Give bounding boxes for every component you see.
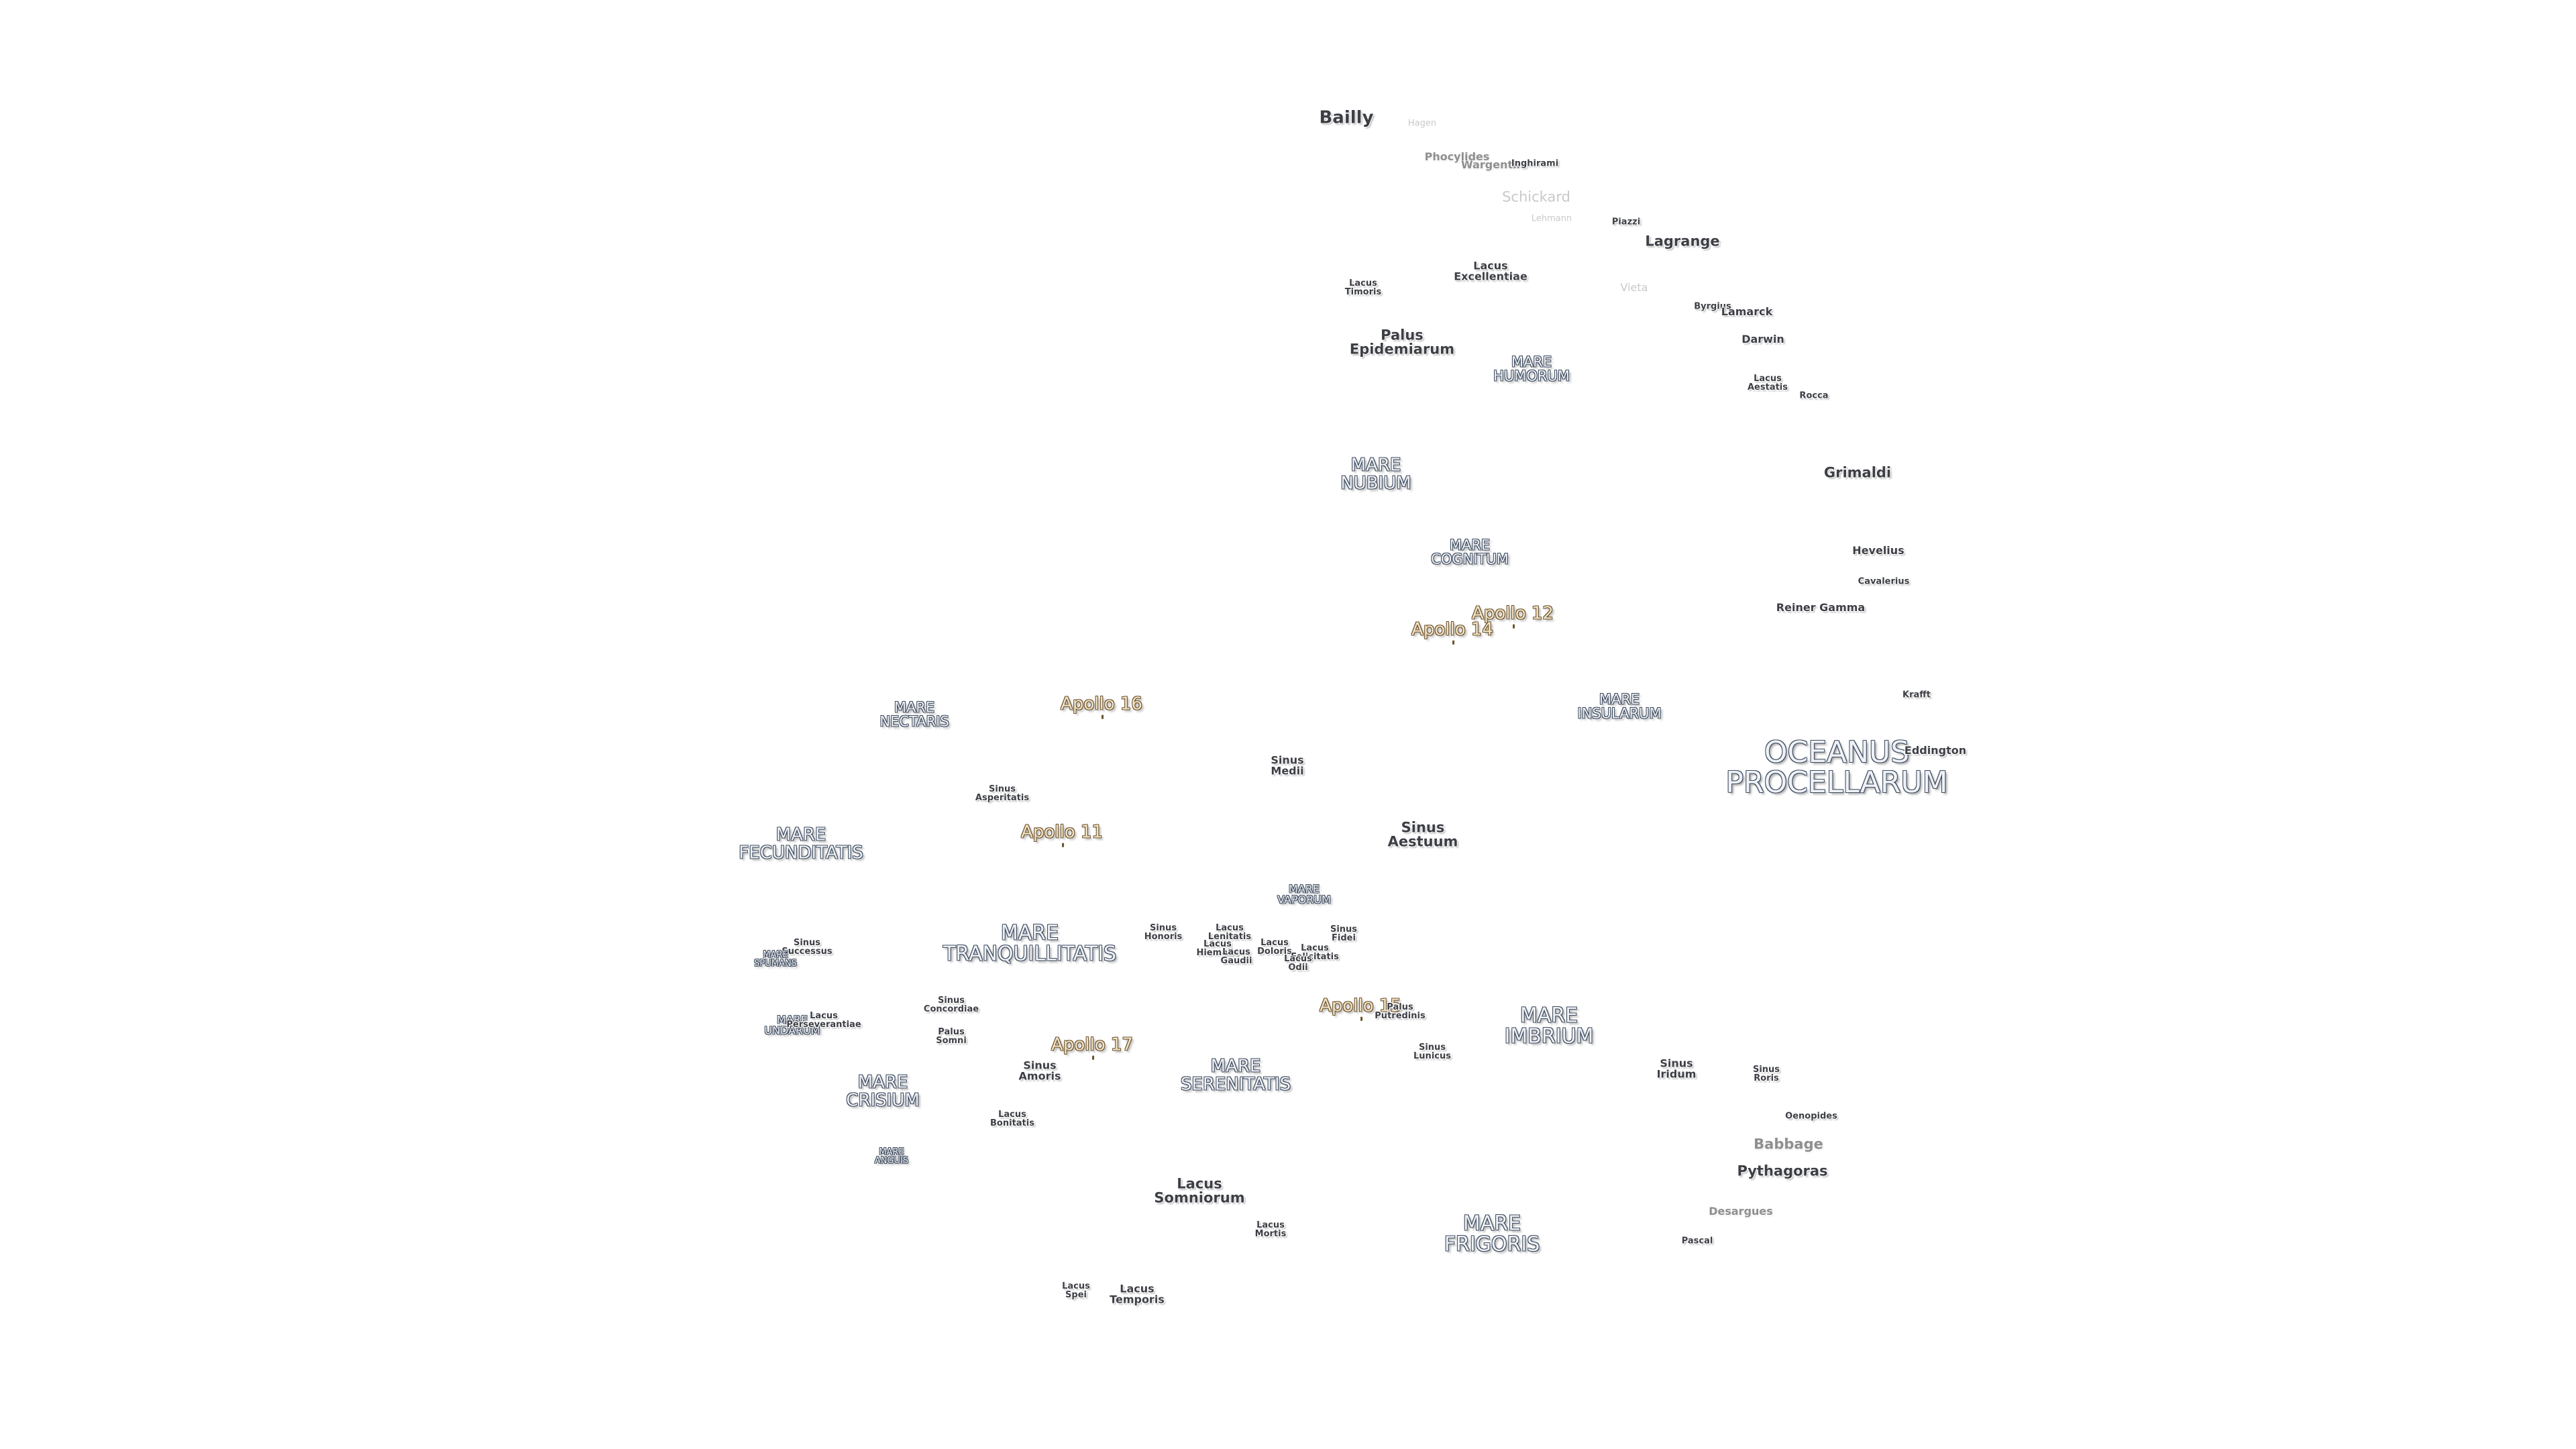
map-label-oceanus-procellarum[interactable]: OCEANUS PROCELLARUM (1725, 735, 1948, 800)
map-label-lehmann[interactable]: Lehmann (1531, 213, 1572, 224)
map-label-rocca[interactable]: Rocca (1799, 390, 1829, 401)
map-label-lacus-felicitatis[interactable]: Lacus Felicitatis (1291, 943, 1339, 962)
map-label-oenopides[interactable]: Oenopides (1785, 1111, 1837, 1122)
map-label-lacus-odii[interactable]: Lacus Odii (1284, 953, 1312, 973)
map-label-phocylides[interactable]: Phocylides (1424, 150, 1490, 163)
map-label-reiner-gamma[interactable]: Reiner Gamma (1776, 600, 1866, 614)
map-label-sinus-medii[interactable]: Sinus Medii (1271, 753, 1304, 777)
map-label-lamarck[interactable]: Lamarck (1721, 305, 1773, 318)
map-label-hagen[interactable]: Hagen (1407, 118, 1437, 129)
map-label-lacus-aestatis[interactable]: Lacus Aestatis (1747, 373, 1788, 392)
map-label-krafft[interactable]: Krafft (1902, 690, 1931, 700)
map-label-lacus-gaudii[interactable]: Lacus Gaudii (1220, 947, 1252, 966)
map-label-mare-insularum[interactable]: MARE INSULARUM (1577, 691, 1662, 722)
map-label-grimaldi[interactable]: Grimaldi (1823, 464, 1892, 481)
map-label-apollo-16[interactable]: Apollo 16 (1061, 694, 1142, 718)
map-label-apollo-11[interactable]: Apollo 11 (1021, 822, 1103, 847)
map-label-hevelius[interactable]: Hevelius (1852, 543, 1904, 557)
map-label-mare-spumans[interactable]: MARE SPUMANS (754, 949, 797, 969)
map-label-apollo-15[interactable]: Apollo 15 (1320, 996, 1401, 1020)
map-label-lacus-bonitatis[interactable]: Lacus Bonitatis (990, 1109, 1034, 1128)
map-label-sinus-fidei[interactable]: Sinus Fidei (1330, 924, 1358, 943)
map-label-mare-vaporum[interactable]: MARE VAPORUM (1277, 882, 1331, 906)
map-label-mare-anguis[interactable]: MARE ANGUIS (874, 1146, 909, 1166)
map-label-sinus-amoris[interactable]: Sinus Amoris (1018, 1059, 1061, 1083)
map-label-mare-serenitatis[interactable]: MARE SERENITATIS (1180, 1056, 1291, 1094)
map-label-lacus-somniorum[interactable]: Lacus Somniorum (1154, 1175, 1245, 1206)
map-label-palus-epidemiarum[interactable]: Palus Epidemiarum (1349, 327, 1455, 358)
map-label-piazzi[interactable]: Piazzi (1611, 217, 1641, 227)
map-label-pascal[interactable]: Pascal (1681, 1236, 1713, 1246)
map-label-palus-somni[interactable]: Palus Somni (936, 1026, 967, 1046)
map-label-mare-cognitum[interactable]: MARE COGNITUM (1431, 537, 1509, 568)
map-label-palus-putredinis[interactable]: Palus Putredinis (1375, 1002, 1426, 1021)
map-label-sinus-roris[interactable]: Sinus Roris (1752, 1064, 1780, 1083)
map-label-mare-imbrium[interactable]: MARE IMBRIUM (1504, 1004, 1594, 1048)
map-label-bailly[interactable]: Bailly (1319, 107, 1374, 128)
map-label-mare-humorum[interactable]: MARE HUMORUM (1493, 354, 1570, 384)
map-label-sinus-asperitatis[interactable]: Sinus Asperitatis (975, 784, 1030, 803)
map-label-sinus-successus[interactable]: Sinus Successus (782, 937, 833, 957)
map-label-lacus-hiemalis[interactable]: Lacus Hiemalis (1196, 938, 1239, 958)
map-label-darwin[interactable]: Darwin (1741, 332, 1784, 345)
map-label-mare-nectaris[interactable]: MARE NECTARIS (879, 699, 949, 730)
map-label-cavalerius[interactable]: Cavalerius (1858, 576, 1910, 587)
map-label-byrgius[interactable]: Byrgius (1694, 301, 1731, 312)
map-label-apollo-14[interactable]: Apollo 14 (1411, 619, 1493, 644)
map-label-apollo-17[interactable]: Apollo 17 (1051, 1034, 1133, 1059)
map-label-lacus-mortis[interactable]: Lacus Mortis (1254, 1220, 1287, 1239)
map-label-mare-fecunditatis[interactable]: MARE FECUNDITATIS (739, 824, 863, 863)
map-label-vieta[interactable]: Vieta (1620, 280, 1648, 294)
map-label-lacus-lenitatis[interactable]: Lacus Lenitatis (1208, 922, 1252, 942)
map-label-pythagoras[interactable]: Pythagoras (1737, 1163, 1828, 1179)
map-label-lacus-spei[interactable]: Lacus Spei (1062, 1281, 1090, 1300)
map-label-mare-frigoris[interactable]: MARE FRIGORIS (1444, 1212, 1540, 1256)
map-label-desargues[interactable]: Desargues (1709, 1204, 1773, 1218)
map-label-lacus-excellentiae[interactable]: Lacus Excellentiae (1454, 259, 1527, 283)
map-label-mare-crisium[interactable]: MARE CRISIUM (846, 1072, 920, 1110)
map-label-sinus-honoris[interactable]: Sinus Honoris (1144, 922, 1183, 942)
map-label-lacus-doloris[interactable]: Lacus Doloris (1257, 937, 1292, 957)
map-label-eddington[interactable]: Eddington (1904, 743, 1967, 757)
map-label-sinus-iridum[interactable]: Sinus Iridum (1656, 1057, 1697, 1081)
map-label-lagrange[interactable]: Lagrange (1645, 233, 1720, 250)
map-label-babbage[interactable]: Babbage (1754, 1136, 1823, 1152)
map-label-mare-tranquillitatis[interactable]: MARE TRANQUILLITATIS (943, 921, 1117, 965)
map-label-mare-undarum[interactable]: MARE UNDARUM (764, 1013, 820, 1037)
map-label-sinus-aestuum[interactable]: Sinus Aestuum (1387, 819, 1458, 850)
map-label-wargentin[interactable]: Wargentin (1461, 158, 1524, 171)
map-label-sinus-concordiae[interactable]: Sinus Concordiae (923, 995, 979, 1014)
map-label-lacus-perseverantiae[interactable]: Lacus Perseverantiae (786, 1010, 861, 1030)
map-label-lacus-timoris[interactable]: Lacus Timoris (1344, 278, 1382, 297)
map-label-mare-nubium[interactable]: MARE NUBIUM (1340, 455, 1411, 493)
map-label-lacus-temporis[interactable]: Lacus Temporis (1110, 1282, 1165, 1306)
map-label-inghirami[interactable]: Inghirami (1511, 158, 1559, 169)
map-label-schickard[interactable]: Schickard (1502, 189, 1570, 205)
map-label-apollo-12[interactable]: Apollo 12 (1472, 603, 1554, 628)
map-label-sinus-lunicus[interactable]: Sinus Lunicus (1413, 1042, 1451, 1061)
